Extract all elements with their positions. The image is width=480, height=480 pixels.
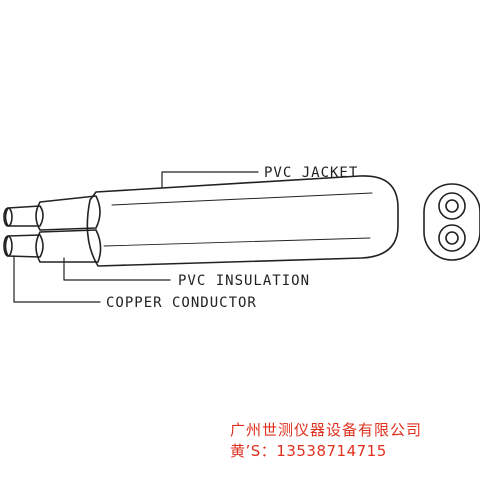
- upper-copper-conductor: [4, 205, 44, 227]
- label-copper-conductor: COPPER CONDUCTOR: [106, 295, 257, 311]
- label-pvc-insulation: PVC INSULATION: [178, 273, 310, 289]
- upper-insulation: [35, 195, 101, 231]
- pvc-jacket-body: [86, 175, 399, 267]
- cross-section-upper-insulation: [438, 192, 466, 220]
- upper-conductor-end: [3, 207, 13, 227]
- cross-section-lower-conductor: [445, 231, 459, 245]
- label-pvc-jacket: PVC JACKET: [264, 165, 358, 181]
- watermark-company-name: 广州世测仪器设备有限公司: [230, 421, 423, 439]
- cross-section-jacket: [423, 183, 480, 261]
- watermark-phone: 黄’S：13538714715: [230, 442, 387, 460]
- cross-section-lower-insulation: [438, 224, 466, 252]
- jacket-highlight-line: [111, 192, 373, 206]
- lower-copper-conductor: [4, 234, 44, 258]
- cross-section-upper-conductor: [445, 199, 459, 213]
- lower-insulation: [35, 229, 102, 263]
- lower-conductor-end: [3, 235, 13, 257]
- jacket-lower-line: [103, 237, 371, 247]
- insulation-leader-line: [63, 257, 171, 281]
- jacket-leader-line: [161, 171, 259, 189]
- conductor-leader-line: [13, 255, 101, 303]
